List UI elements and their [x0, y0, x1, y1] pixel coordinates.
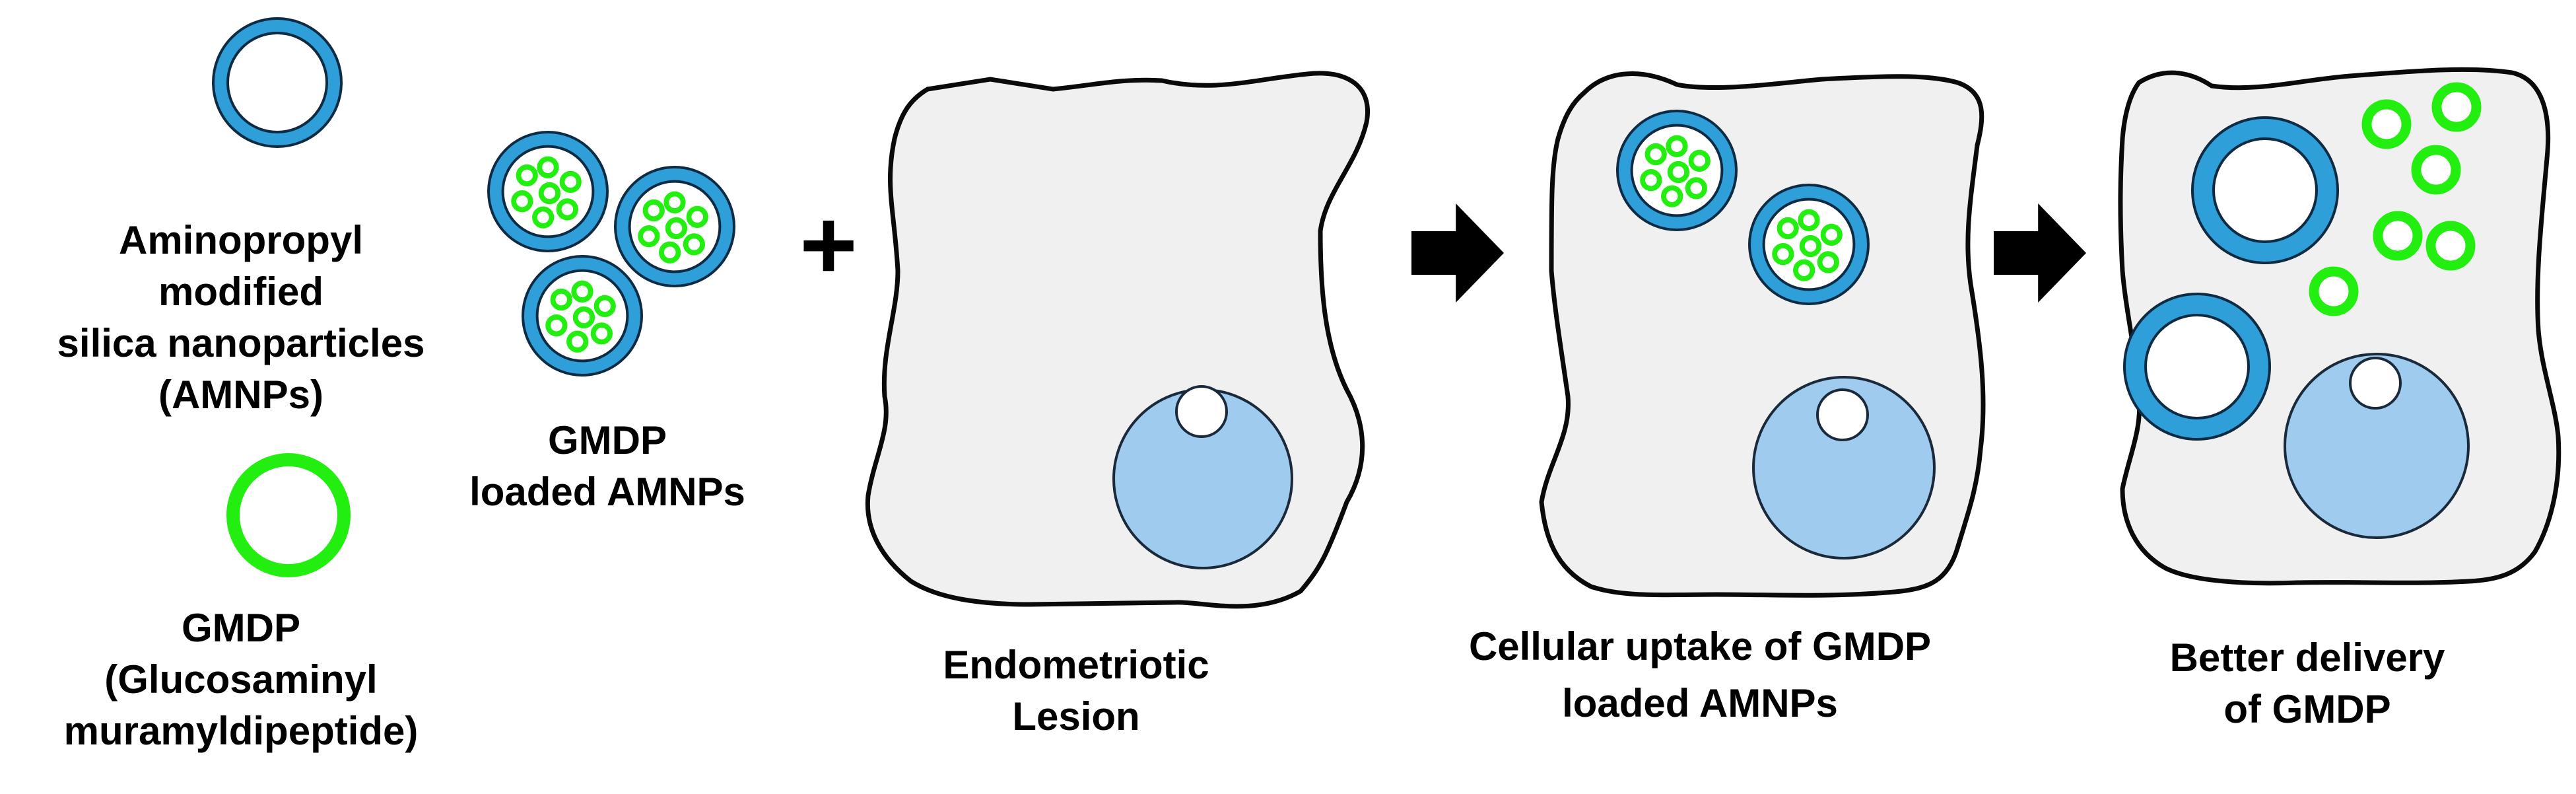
- loaded-amnp-1-gmdp-1: [537, 156, 559, 178]
- released-gmdp-3: [2411, 145, 2461, 195]
- better-delivery-label: Better delivery of GMDP: [2169, 635, 2445, 731]
- internalized-amnp-2-gmdp-7: [1799, 235, 1822, 258]
- internalized-amnp-2-gmdp-4: [1793, 259, 1815, 281]
- plus-sign: +: [799, 189, 858, 300]
- loaded-amnp-3-gmdp-4: [566, 330, 589, 353]
- released-gmdp-1: [2361, 99, 2412, 149]
- amnp-legend-ring: [213, 18, 341, 147]
- loaded-amnp-3-gmdp-1: [571, 280, 593, 303]
- loaded-amnp-1-gmdp-2: [559, 170, 582, 193]
- internalized-amnp-1-gmdp-6: [1644, 143, 1667, 166]
- loaded-amnp-2-gmdp-2: [686, 205, 708, 228]
- loaded-amnp-2-gmdp-7: [665, 217, 688, 240]
- released-gmdp-5: [2425, 221, 2476, 271]
- loaded-amnp-1: [488, 132, 607, 251]
- uptake-nucleus: [1752, 376, 1936, 559]
- loaded-amnp-1-gmdp-3: [556, 198, 578, 221]
- loaded-amnp-3: [522, 256, 642, 375]
- internalized-amnp-2-gmdp-5: [1772, 243, 1794, 266]
- loaded-amnp-2-gmdp-1: [663, 191, 686, 213]
- gmdp-loaded-amnps-label: GMDP loaded AMNPs: [469, 418, 745, 514]
- delivery-nucleus: [2284, 353, 2470, 539]
- amnp-label: Aminopropyl modified silica nanoparticle…: [57, 218, 425, 417]
- released-amnp-2: [2124, 294, 2270, 439]
- loaded-amnp-2-gmdp-3: [683, 233, 705, 256]
- process-arrow-1: [1411, 203, 1504, 303]
- released-gmdp-4: [2373, 211, 2423, 261]
- loaded-amnp-1-gmdp-4: [532, 206, 555, 229]
- endometriotic-lesion-label: Endometriotic Lesion: [943, 643, 1209, 739]
- loaded-amnp-3-gmdp-2: [593, 295, 616, 317]
- cellular-uptake-label: Cellular uptake of GMDP loaded AMNPs: [1468, 624, 1932, 725]
- gmdp-label: GMDP (Glucosaminyl muramyldipeptide): [63, 606, 419, 753]
- released-amnp-1: [2192, 118, 2338, 263]
- loaded-amnp-3-gmdp-6: [550, 288, 572, 311]
- internalized-amnp-1-gmdp-4: [1661, 185, 1683, 207]
- internalized-amnp-1-gmdp-2: [1688, 149, 1711, 172]
- internalized-amnp-2-gmdp-1: [1798, 209, 1820, 231]
- internalized-amnp-1-gmdp-7: [1667, 161, 1690, 184]
- internalized-amnp-2-gmdp-2: [1820, 223, 1843, 246]
- gmdp-legend-ring: [226, 453, 351, 577]
- loaded-amnp-3-gmdp-3: [590, 322, 613, 345]
- internalized-amnp-2-gmdp-6: [1777, 217, 1799, 240]
- endometriotic-lesion-cell: [865, 71, 1370, 609]
- internalized-amnp-1-gmdp-1: [1666, 135, 1688, 157]
- loaded-amnp-2-gmdp-6: [642, 199, 665, 222]
- loaded-amnp-3-gmdp-7: [572, 306, 595, 329]
- loaded-amnp-1-gmdp-7: [538, 182, 561, 205]
- internalized-amnp-1: [1617, 111, 1737, 230]
- lesion-nucleus-nucleolus: [1175, 385, 1228, 438]
- released-gmdp-6: [2309, 266, 2359, 316]
- loaded-amnp-3-gmdp-5: [545, 314, 568, 337]
- loaded-amnp-2-gmdp-4: [659, 241, 681, 264]
- process-arrow-2: [1994, 203, 2086, 303]
- delivery-nucleus-nucleolus: [2349, 357, 2402, 410]
- internalized-amnp-1-gmdp-3: [1685, 177, 1707, 199]
- released-gmdp-2: [2431, 82, 2482, 132]
- loaded-amnp-1-gmdp-6: [516, 164, 538, 187]
- internalized-amnp-2: [1749, 184, 1869, 304]
- loaded-amnp-2-gmdp-5: [638, 225, 660, 248]
- internalized-amnp-1-gmdp-5: [1640, 169, 1662, 192]
- loaded-amnp-2: [615, 166, 734, 286]
- loaded-amnp-1-gmdp-5: [511, 190, 533, 213]
- internalized-amnp-2-gmdp-3: [1817, 251, 1839, 273]
- uptake-nucleus-nucleolus: [1816, 388, 1869, 441]
